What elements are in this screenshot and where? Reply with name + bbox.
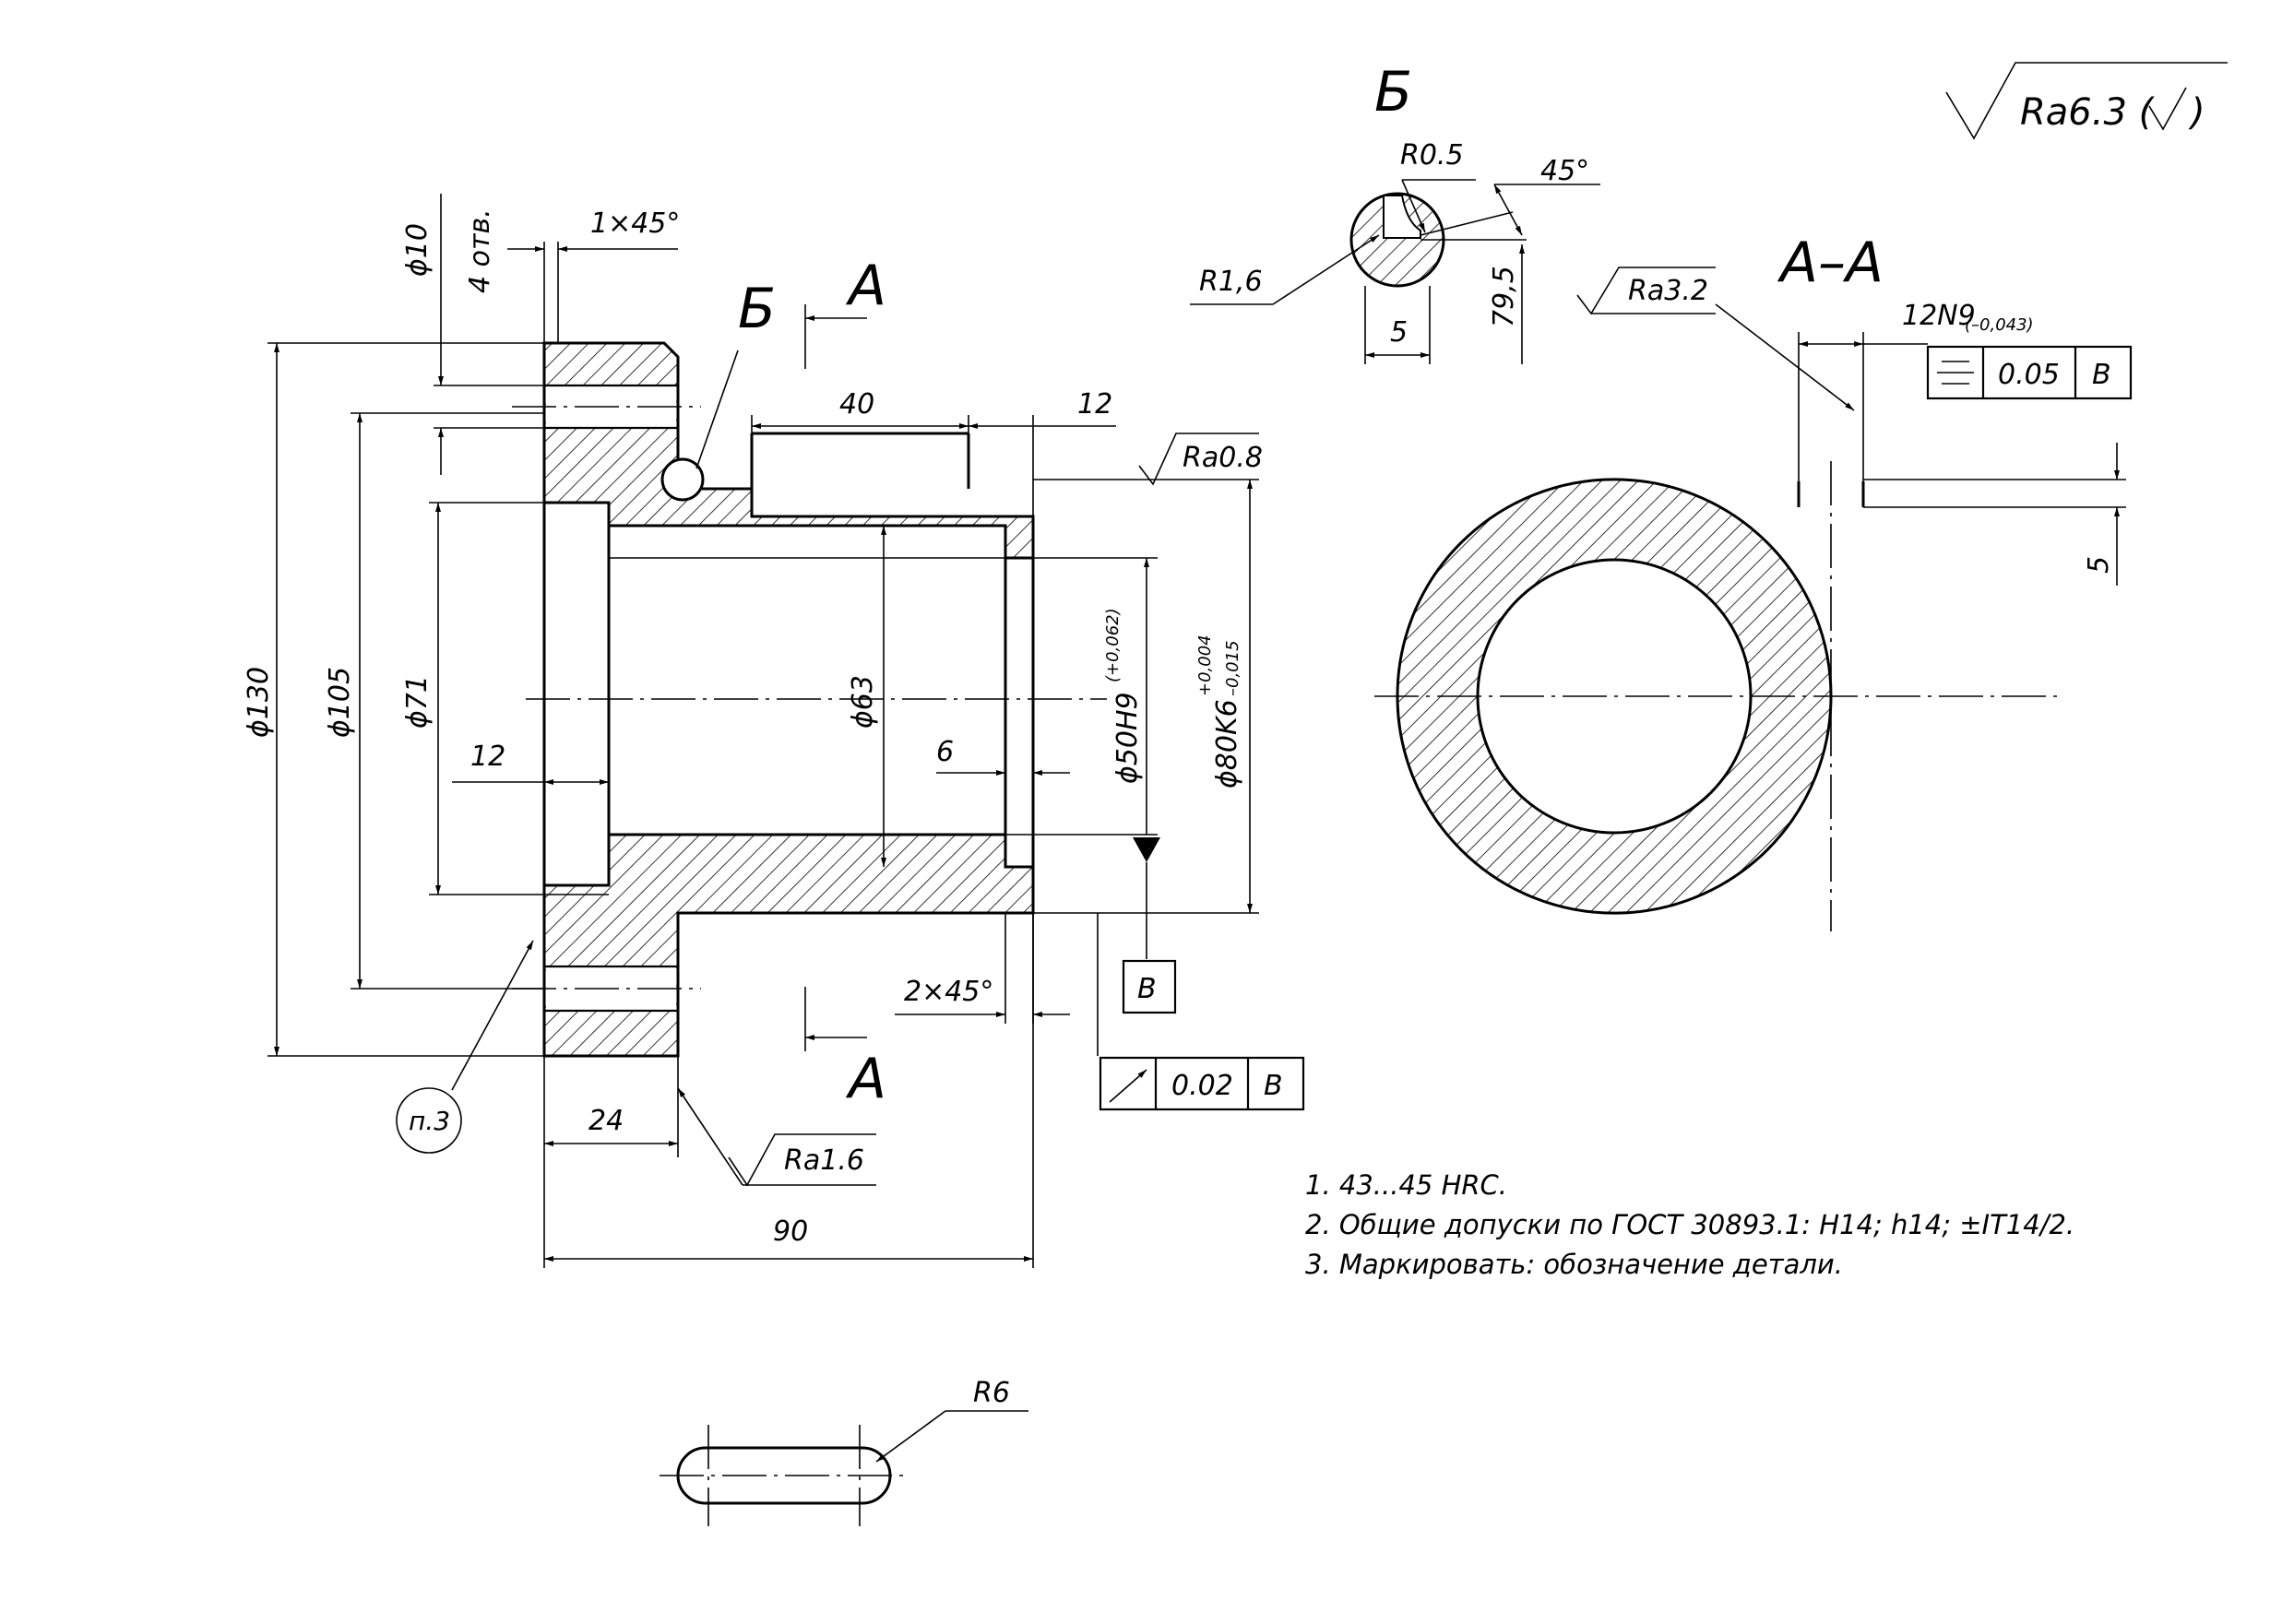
symmetry-value: 0.05 — [1998, 359, 2060, 391]
dim-6: 6 — [936, 736, 954, 768]
slot-radius: R6 — [973, 1377, 1010, 1409]
main-view-dimensions — [267, 194, 1259, 1268]
detail-b-view — [1190, 179, 1600, 364]
dim-24: 24 — [588, 1105, 624, 1137]
dim-12-left: 12 — [470, 741, 505, 773]
dim-130: ϕ130 — [243, 667, 275, 738]
detail-r05: R0.5 — [1400, 139, 1464, 172]
note-3: 3. Маркировать: обозначение детали. — [1305, 1249, 1843, 1280]
dim-105: ϕ105 — [324, 667, 356, 738]
detail-r16: R1,6 — [1199, 266, 1263, 298]
dim-80: ϕ80K6 — [1211, 699, 1243, 788]
callout-circle — [396, 1087, 462, 1154]
runout-value: 0.02 — [1171, 1070, 1233, 1102]
dim-40: 40 — [839, 388, 874, 421]
key-width-tol: (–0,043) — [1965, 315, 2034, 335]
dim-90: 90 — [773, 1215, 808, 1248]
key-depth: 5 — [2083, 556, 2115, 574]
detail-b-title: Б — [1374, 60, 1412, 124]
key-width: 12N9 — [1902, 300, 1976, 332]
part-section-lower — [542, 833, 1035, 1058]
section-a-bottom: А — [845, 1047, 886, 1111]
datum-box — [1122, 959, 1177, 1014]
roughness-ra16 — [728, 1133, 876, 1187]
detail-b-label: Б — [738, 277, 776, 341]
groove-detail-b — [660, 457, 705, 502]
runout-tolerance-frame: 0.02 B — [1099, 1056, 1305, 1111]
dim-80-tol-up: +0,004 — [1195, 634, 1215, 696]
dim-chamfer-bottom: 2×45° — [904, 976, 993, 1008]
roughness-ra32-text: Ra3.2 — [1628, 275, 1708, 307]
slot-view — [660, 1410, 1028, 1526]
symmetry-datum: B — [2092, 359, 2111, 391]
note-2: 2. Общие допуски по ГОСТ 30893.1: H14; h… — [1305, 1209, 2074, 1240]
dim-50: ϕ50H9 — [1111, 692, 1144, 784]
dim-63: ϕ63 — [847, 675, 879, 729]
technical-notes: 1. 43...45 HRC. 2. Общие допуски по ГОСТ… — [1305, 1169, 2074, 1280]
datum-triangle — [1133, 837, 1160, 862]
general-roughness-text: Ra6.3 ( — [2020, 91, 2156, 134]
roughness-ra08 — [1138, 433, 1259, 486]
section-aa-view — [1374, 267, 2126, 931]
dim-hole-count: 4 отв. — [464, 208, 496, 293]
general-roughness-close: ) — [2188, 91, 2205, 134]
detail-45: 45° — [1540, 155, 1589, 187]
detail-5: 5 — [1390, 316, 1408, 349]
runout-datum: B — [1264, 1070, 1283, 1102]
section-aa-title: А–А — [1777, 231, 1884, 295]
detail-795: 79,5 — [1488, 266, 1520, 327]
general-roughness — [1945, 62, 2228, 140]
dim-chamfer-top: 1×45° — [590, 207, 680, 240]
dim-12-right: 12 — [1077, 388, 1112, 421]
dim-71: ϕ71 — [401, 675, 434, 729]
main-section-view — [512, 341, 1107, 1058]
part-section-upper — [542, 341, 1035, 560]
note-1: 1. 43...45 HRC. — [1305, 1169, 1507, 1201]
symmetry-tolerance-frame — [1926, 345, 2133, 400]
dim-hole-dia: ϕ10 — [401, 223, 434, 277]
general-roughness-mark — [2148, 87, 2187, 131]
roughness-ra16-text: Ra1.6 — [784, 1144, 864, 1177]
dim-50-tol: (+0,062) — [1103, 608, 1123, 682]
datum-label: B — [1137, 973, 1157, 1005]
roughness-ra08-text: Ra0.8 — [1183, 442, 1263, 474]
dim-80-tol-low: –0,015 — [1223, 640, 1242, 696]
callout-label: п.3 — [409, 1106, 450, 1136]
section-a-top: А — [845, 254, 886, 318]
